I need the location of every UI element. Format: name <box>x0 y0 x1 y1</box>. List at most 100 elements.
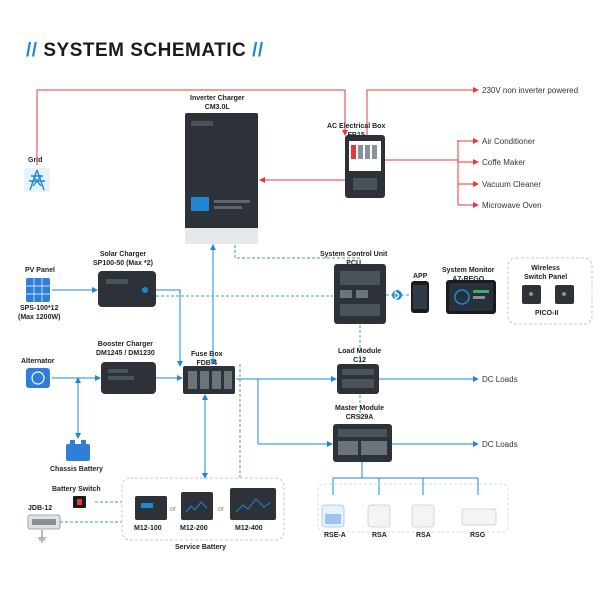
non-inverter-label: 230V non inverter powered <box>482 86 579 95</box>
monitor-title: System Monitor <box>442 267 495 274</box>
tablet-icon <box>446 280 496 314</box>
monitor-label: System Monitor A7-REGO <box>442 266 495 284</box>
solar-panel-icon <box>26 278 50 302</box>
pcu-label: System Control Unit PCU <box>320 250 387 268</box>
title-suffix: // <box>252 40 264 61</box>
alternator-label: Alternator <box>21 358 55 365</box>
pylon-icon <box>24 168 50 192</box>
fuse-box-label: Fuse Box FDB-4 <box>191 350 223 368</box>
ac-box-title: AC Electrical Box <box>327 123 386 130</box>
battery-option-icon-1 <box>135 496 167 520</box>
ac-load-1: Air Conditioner <box>482 137 535 146</box>
title-prefix: // <box>26 40 38 61</box>
ac-load-4: Microwave Oven <box>482 201 542 210</box>
solar-charger-model: SP100-50 (Max *2) <box>93 260 153 267</box>
switch-icon <box>73 496 86 508</box>
fuse-box-title: Fuse Box <box>191 351 223 358</box>
load-module-title: Load Module <box>338 348 382 355</box>
solar-to-fuse-line <box>156 289 183 367</box>
pcu-title: System Control Unit <box>320 251 388 258</box>
ac-box-to-non-inverter-line <box>366 87 479 135</box>
wireless-label: Wireless Switch Panel <box>524 264 567 282</box>
ac-box-label: AC Electrical Box FB15 <box>327 122 385 140</box>
inverter-title: Inverter Charger <box>190 95 245 102</box>
dc-loads-label-1: DC Loads <box>482 375 518 384</box>
sensor-label-1: RSE-A <box>324 532 346 539</box>
battery-option-label-1: M12-100 <box>134 525 162 532</box>
ac-wiring <box>36 87 479 208</box>
fuse-box-model: FDB-4 <box>196 360 218 367</box>
switch-panel-icon <box>522 285 574 304</box>
load-module-label: Load Module C12 <box>338 347 381 365</box>
service-battery-label: Service Battery <box>175 544 226 551</box>
pv-panel-model: SPS-100*12 <box>19 305 59 312</box>
wireless-model: PICO-II <box>535 310 559 317</box>
master-module-title: Master Module <box>335 405 385 412</box>
inverter-model: CM3.0L <box>204 104 230 111</box>
load-module-icon <box>337 364 379 394</box>
dc-dc-charger-icon <box>101 362 156 394</box>
phone-icon <box>411 281 429 313</box>
ac-load-2: Coffe Maker <box>482 158 526 167</box>
battery-option-icon-2 <box>181 492 213 520</box>
pv-panel-note: (Max 1200W) <box>18 314 61 321</box>
page-title: // SYSTEM SCHEMATIC // <box>26 40 264 62</box>
load-module-model: C12 <box>353 357 366 364</box>
grid-to-inverter-line <box>36 89 348 165</box>
solar-charger-title: Solar Charger <box>99 251 147 258</box>
master-to-sensor-bus <box>332 462 479 495</box>
title-text: SYSTEM SCHEMATIC <box>43 40 247 61</box>
sensor-label-4: RSG <box>470 532 486 539</box>
pcu-model: PCU <box>346 260 362 267</box>
jdb-label: JDB-12 <box>28 505 53 512</box>
booster-title: Booster Charger <box>97 341 153 348</box>
comm-wiring <box>60 245 410 523</box>
sensor-icon-2 <box>367 504 391 528</box>
bluetooth-icon <box>392 290 402 301</box>
solar-charger-label: Solar Charger SP100-50 (Max *2) <box>93 250 153 268</box>
alternator-icon <box>26 368 50 388</box>
dc-wiring <box>52 244 479 495</box>
service-battery-boundary <box>121 477 285 541</box>
battery-option-label-2: M12-200 <box>180 525 208 532</box>
ac-box-model: FB15 <box>347 132 365 139</box>
sensor-icon-1 <box>321 504 345 528</box>
breaker-box-icon <box>345 135 385 198</box>
inverter-to-pcu-comm <box>234 245 361 262</box>
sensor-icon-3 <box>411 504 435 528</box>
sensor-label-3: RSA <box>416 532 431 539</box>
wireless-panel-boundary <box>507 257 593 325</box>
sensor-label-2: RSA <box>372 532 387 539</box>
master-module-model: CRS29A <box>345 414 374 421</box>
chassis-battery-label: Chassis Battery <box>50 466 103 473</box>
grid-label: Grid <box>28 157 43 164</box>
ac-loads-bus <box>385 140 459 205</box>
inverter-label: Inverter Charger CM3.0L <box>190 94 244 112</box>
pv-panel-title: PV Panel <box>25 267 55 274</box>
fuse-box-icon <box>183 366 235 394</box>
ac-load-3: Vacuum Cleaner <box>482 180 541 189</box>
battery-switch-label: Battery Switch <box>52 486 101 493</box>
booster-model: DM1245 / DM1230 <box>96 350 155 357</box>
booster-label: Booster Charger DM1245 / DM1230 <box>96 340 155 358</box>
inverter-charger-icon <box>185 113 258 244</box>
battery-icon <box>66 440 90 461</box>
junction-box-icon <box>27 514 61 543</box>
wireless-subtitle: Switch Panel <box>524 274 568 281</box>
fuse-to-master-line <box>236 378 333 447</box>
battery-or-2: or <box>218 506 225 513</box>
monitor-model: A7-REGO <box>452 276 485 283</box>
wireless-title: Wireless <box>531 265 560 272</box>
battery-or-1: or <box>170 506 177 513</box>
dc-loads-label-2: DC Loads <box>482 440 518 449</box>
mppt-icon <box>98 271 156 307</box>
battery-option-label-3: M12-400 <box>235 525 263 532</box>
control-unit-icon <box>334 264 386 324</box>
master-module-icon <box>333 424 392 462</box>
battery-option-icon-3 <box>230 488 276 520</box>
sensor-boundary <box>317 483 509 533</box>
app-label: APP <box>413 273 428 280</box>
sensor-icon-4 <box>461 508 497 526</box>
pv-panel-label: SPS-100*12 (Max 1200W) <box>18 304 60 322</box>
